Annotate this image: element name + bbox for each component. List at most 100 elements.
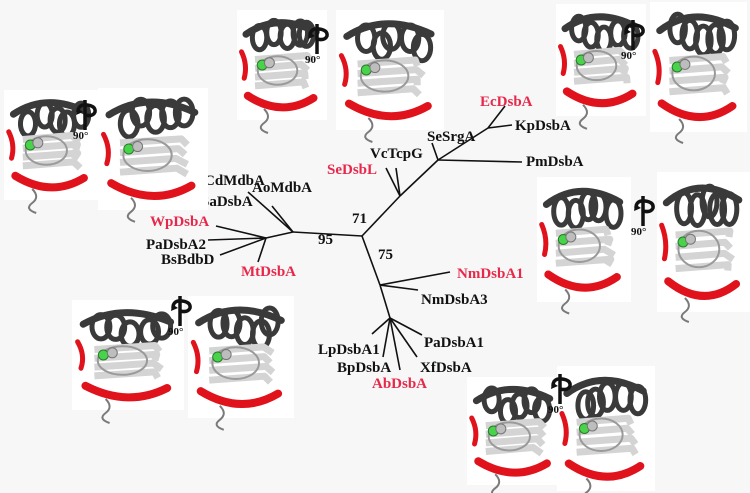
protein-bottom-right-2-sheet-outline (578, 417, 624, 452)
protein-top-center-1-sheet-outline (256, 55, 299, 86)
protein-top-right-2-sheet-outline (671, 55, 716, 92)
rotation-angle-label: 90° (73, 130, 89, 142)
rotate-arrowhead (624, 28, 631, 35)
protein-left-2-sheet-outline (122, 138, 173, 172)
protein-top-right-2-helix-dark (667, 11, 688, 46)
taxon-label-sesrga: SeSrgA (427, 129, 476, 145)
protein-top-center-2-red-region (344, 99, 432, 121)
protein-top-right-2-red-region (657, 99, 737, 122)
rotate-arrow-icon (171, 296, 192, 326)
protein-top-right-2-beta-strand (669, 73, 729, 85)
protein-right-middle-1-beta-strand (555, 245, 616, 259)
structure-panel-top-center-view-2 (336, 10, 444, 143)
protein-cartoon-top-center-2 (338, 20, 435, 143)
protein-left-1-sheet-outline (24, 135, 68, 166)
protein-bottom-right-2-helix-dark (596, 380, 618, 413)
protein-bottom-left-1-red-region (81, 381, 172, 402)
protein-right-middle-2-sheet-outline (677, 229, 721, 269)
rotation-angle-label: 90° (305, 54, 321, 66)
protein-bottom-left-2-red-region (196, 387, 283, 408)
protein-bottom-right-1-beta-strand (485, 435, 546, 448)
tree-branch-lower-inner (379, 284, 391, 319)
protein-left-1-helix-dark (17, 109, 39, 139)
protein-top-right-1-dark-ribbon (561, 13, 639, 33)
taxon-label-sadsba: SaDsbA (201, 194, 253, 210)
tree-branch-branch-nmdsba3 (379, 284, 419, 291)
rotate-curve (634, 199, 655, 214)
protein-top-center-1-red-loop (239, 49, 249, 81)
rotate-arrowhead (76, 108, 83, 115)
protein-top-right-1-sheet-outline (575, 50, 618, 82)
protein-right-middle-2-beta-strand (675, 227, 734, 239)
taxon-label-sedsbl: SeDsbL (327, 162, 378, 178)
protein-top-right-2-beta-strand (669, 53, 730, 65)
protein-cartoon-bottom-left-1 (75, 309, 175, 424)
taxon-label-ecdsba: EcDsbA (480, 94, 533, 110)
structure-panel-left-view-2 (98, 88, 208, 223)
taxon-label-abdsba: AbDsbA (372, 376, 428, 392)
rotate-curve (171, 299, 192, 314)
taxon-label-kpdsba: KpDsbA (515, 118, 571, 134)
protein-bottom-right-1-sheet-outline (487, 421, 531, 452)
taxon-label-xfdsba: XfDsbA (420, 360, 472, 376)
tree-branch-branch-bsbdbd (219, 237, 267, 256)
protein-cartoon-bottom-left-2 (190, 305, 285, 431)
protein-cartoon-bottom-right-2 (559, 376, 649, 493)
taxon-label-nmdsba1: NmDsbA1 (457, 266, 524, 282)
rotate-arrow-icon (624, 20, 645, 50)
protein-bottom-left-2-red-loop (190, 339, 201, 375)
tree-branch-branch-nmdsba1 (379, 271, 451, 286)
tree-branch-branch-mtdsba (257, 237, 267, 263)
protein-right-middle-1-dark-ribbon (542, 187, 624, 208)
protein-right-middle-2-dark-ribbon (662, 184, 743, 207)
rotation-angle-label: 90° (548, 404, 564, 416)
protein-left-1-helix-dark (47, 105, 68, 135)
structure-panel-top-center-view-1 (237, 10, 327, 134)
protein-top-right-1-red-loop (558, 44, 568, 76)
taxon-label-nmdsba3: NmDsbA3 (421, 292, 488, 308)
protein-left-1-beta-strand (22, 149, 82, 162)
protein-top-center-1-coil (259, 108, 269, 134)
bootstrap-value-75: 75 (378, 247, 393, 263)
protein-top-right-1-coil (578, 104, 588, 130)
protein-right-middle-1-cys-sphere (565, 231, 577, 243)
taxon-label-bpdsba: BpDsbA (337, 360, 392, 376)
protein-top-right-2-dark-ribbon (656, 13, 739, 35)
protein-bottom-left-1-ion-sphere (97, 349, 109, 361)
protein-bottom-right-1-coil (491, 473, 501, 493)
structure-panel-bottom-left-view-1 (72, 300, 184, 424)
rotation-angle-label: 90° (168, 326, 184, 338)
taxon-label-lpdsba1: LpDsbA1 (318, 342, 380, 358)
taxon-label-vctcpg: VcTcpG (370, 146, 423, 162)
protein-bottom-left-2-beta-strand (208, 362, 276, 376)
protein-bottom-right-1-red-region (474, 457, 551, 477)
protein-cartoon-left-2 (101, 96, 199, 223)
rotation-angle-label: 90° (621, 50, 637, 62)
rotate-arrow-icon (634, 196, 655, 226)
protein-bottom-left-2-coil (215, 405, 225, 431)
tree-branch-branch-padsba2 (207, 237, 267, 241)
protein-right-middle-1-red-region (544, 270, 621, 292)
protein-bottom-left-1-cys-sphere (106, 347, 118, 359)
protein-right-middle-2-beta-strand (675, 249, 736, 263)
tree-branch-branch-bpdsba (382, 317, 391, 358)
protein-bottom-right-2-dark-ribbon (563, 376, 647, 397)
tree-branch-trunk-left (292, 231, 363, 237)
protein-bottom-left-2-dark-ribbon (195, 306, 285, 327)
tree-branch-branch-vctcpg (395, 167, 401, 197)
structure-panel-top-right-view-2 (650, 2, 747, 144)
protein-cartoon-left-1 (6, 99, 92, 214)
protein-right-middle-2-red-loop (659, 222, 669, 262)
rotate-arrow-icon (551, 374, 572, 404)
protein-bottom-left-2-sheet-outline (211, 346, 261, 380)
protein-right-middle-2-red-region (664, 277, 741, 300)
structure-panel-right-middle-view-1 (537, 177, 631, 315)
taxon-label-pmdsba: PmDsbA (526, 154, 584, 170)
rotate-curve (76, 103, 97, 118)
rotate-arrowhead (171, 304, 178, 311)
taxon-label-aomdba: AoMdbA (252, 180, 313, 196)
rotate-curve (308, 27, 329, 42)
rotate-arrowhead (308, 32, 315, 39)
protein-left-2-red-region (107, 179, 196, 200)
protein-right-middle-2-cys-sphere (684, 233, 696, 245)
